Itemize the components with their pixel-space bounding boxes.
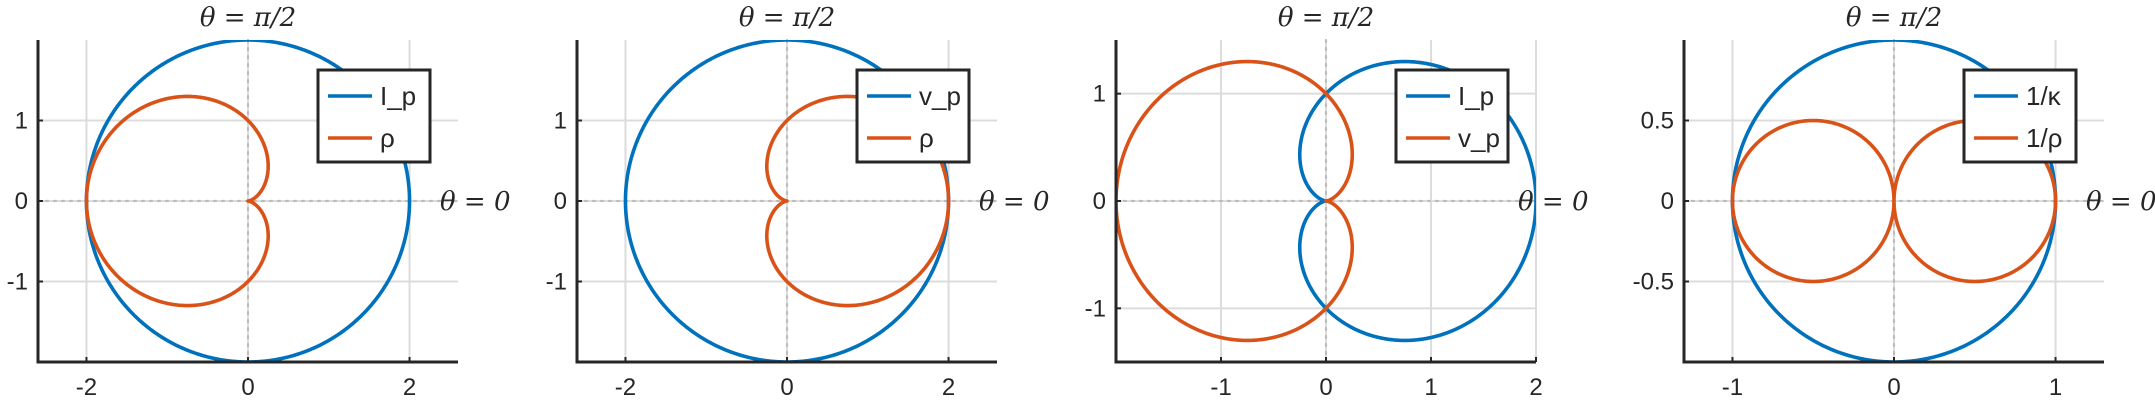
legend: I_p v_p [1394, 68, 1510, 164]
annotation-right: θ = 0 [979, 187, 1050, 217]
legend: I_p ρ [316, 68, 432, 164]
panel-3: -1 0 1 2 -1 0 1 θ = π/2 θ = 0 I_p v_p [1085, 3, 1589, 401]
series-1-curve [623, 40, 951, 362]
x-tick-label: -2 [615, 374, 636, 401]
legend: v_p ρ [855, 68, 971, 164]
legend-label: v_p [1458, 123, 1500, 153]
legend-box [1962, 68, 2078, 164]
legend-label: ρ [380, 123, 395, 153]
annotation-top: θ = π/2 [1278, 3, 1374, 33]
legend-label: I_p [1458, 81, 1494, 111]
series-2-curve [1730, 118, 2058, 284]
x-tick-label: 2 [942, 374, 955, 401]
annotation-top: θ = π/2 [200, 3, 296, 33]
series-2-curve [1116, 59, 1355, 343]
legend-label: v_p [919, 81, 961, 111]
legend-label: ρ [919, 123, 934, 153]
legend-label: 1/ρ [2026, 123, 2062, 153]
y-tick-label: -1 [7, 269, 28, 296]
y-tick-label: 0 [1093, 188, 1106, 215]
panel-1: -2 0 2 -1 0 1 θ = π/2 θ = 0 I_p ρ [7, 3, 511, 401]
x-tick-label: 2 [1529, 374, 1542, 401]
series-2-curve [84, 94, 270, 308]
legend-label: 1/κ [2026, 81, 2062, 111]
annotation-right: θ = 0 [2086, 187, 2155, 217]
legend-box [855, 68, 971, 164]
x-tick-label: -1 [1210, 374, 1231, 401]
x-tick-label: -1 [1722, 374, 1743, 401]
x-tick-label: 1 [2049, 374, 2062, 401]
x-tick-label: -2 [76, 374, 97, 401]
legend-box [316, 68, 432, 164]
annotation-top: θ = π/2 [1846, 3, 1942, 33]
x-tick-label: 1 [1424, 374, 1437, 401]
x-tick-label: 0 [1887, 374, 1900, 401]
series-2-curve [765, 94, 951, 308]
y-tick-label: 0.5 [1641, 108, 1674, 135]
y-tick-label: -1 [546, 269, 567, 296]
x-tick-label: 0 [780, 374, 793, 401]
y-tick-label: 1 [1093, 81, 1106, 108]
legend-box [1394, 68, 1510, 164]
y-tick-label: 1 [554, 108, 567, 135]
y-tick-label: 1 [15, 108, 28, 135]
annotation-right: θ = 0 [440, 187, 511, 217]
x-tick-label: 2 [403, 374, 416, 401]
annotation-top: θ = π/2 [739, 3, 835, 33]
y-tick-label: -0.5 [1633, 269, 1674, 296]
legend: 1/κ1/ρ [1962, 68, 2078, 164]
x-tick-label: 0 [241, 374, 254, 401]
y-tick-label: -1 [1085, 295, 1106, 322]
x-tick-label: 0 [1319, 374, 1332, 401]
annotation-right: θ = 0 [1518, 187, 1589, 217]
y-tick-label: 0 [1661, 188, 1674, 215]
y-tick-label: 0 [15, 188, 28, 215]
legend-label: I_p [380, 81, 416, 111]
panel-2: -2 0 2 -1 0 1 θ = π/2 θ = 0 v_p ρ [546, 3, 1050, 401]
y-tick-label: 0 [554, 188, 567, 215]
